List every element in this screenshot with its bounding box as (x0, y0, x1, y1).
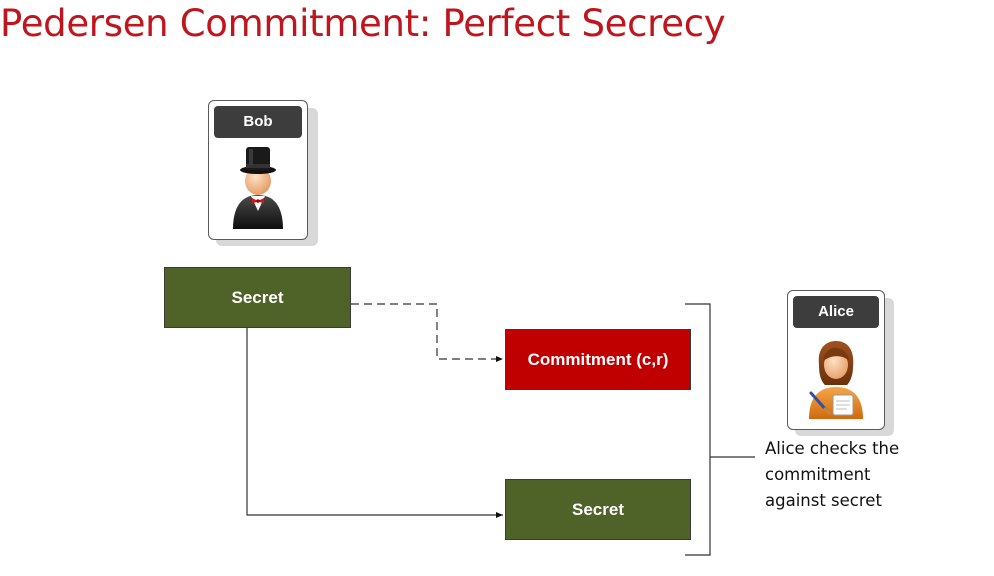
dashed-arrow-secret-to-commitment (351, 303, 503, 362)
note-line-3: against secret (765, 491, 882, 510)
commitment-box: Commitment (c,r) (505, 329, 691, 390)
alice-icon (809, 341, 863, 419)
bob-top-hat-icon (233, 147, 283, 229)
slide-title: Pedersen Commitment: Perfect Secrecy (0, 2, 726, 45)
note-line-2: commitment (765, 465, 871, 484)
secret-target-box: Secret (505, 479, 691, 540)
verification-bracket (685, 303, 711, 556)
bob-card: Bob (208, 100, 308, 240)
secret-source-box: Secret (164, 267, 351, 328)
alice-card: Alice (787, 290, 885, 430)
bob-label: Bob (214, 106, 302, 138)
solid-arrow-secret-to-secret (246, 328, 503, 518)
alice-label: Alice (793, 296, 879, 328)
note-line-1: Alice checks the (765, 439, 900, 458)
alice-check-note: Alice checks the commitment against secr… (765, 436, 899, 514)
